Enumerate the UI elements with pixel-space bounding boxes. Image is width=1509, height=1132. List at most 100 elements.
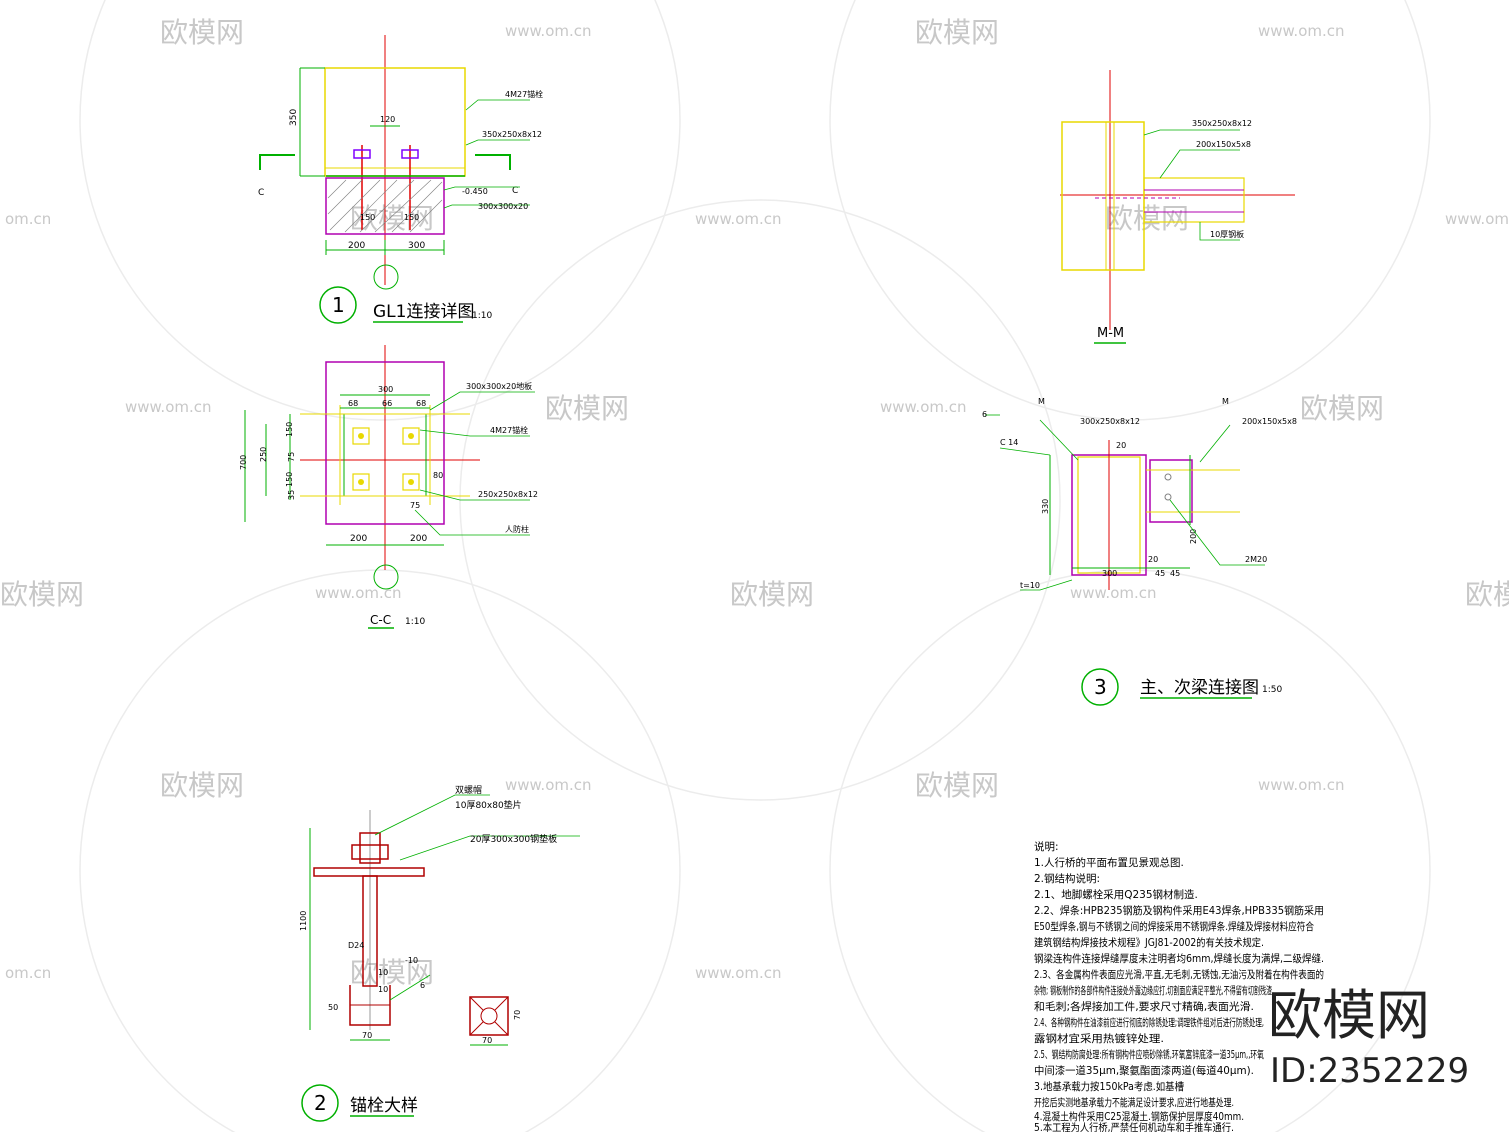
notes-line: 开挖后实测地基承载力不能满足设计要求,应进行地基处理. [1034, 1096, 1234, 1109]
label-plate-2: 20厚300x300钢垫板 [470, 833, 557, 845]
detail-cc: 300 68 66 68 150 75 150 35 250 700 200 2… [239, 345, 538, 629]
detail-3: 330 300 45 45 20 20 200 300x250x8x12 200… [982, 397, 1297, 706]
watermark-big-brand: 欧模网 [1268, 984, 1430, 1047]
dim-200: 200 [1189, 529, 1198, 544]
watermark-brand: 欧模网 [0, 578, 84, 611]
watermark-brand: 欧模网 [915, 769, 999, 802]
watermark-brand: 欧模网 [730, 578, 814, 611]
watermark-brand: 欧模网 [915, 16, 999, 49]
label-plate-cc: 300x300x20地板 [466, 381, 532, 391]
label-main: 300x250x8x12 [1080, 417, 1140, 426]
label-150: 150 [360, 213, 375, 222]
dim-b2: 200 [410, 534, 427, 544]
watermark-brand: 欧模网 [160, 769, 244, 802]
watermark-layer: 欧模网 www.om.cn 欧模网 www.om.cn om.cn 欧模网 ww… [0, 16, 1509, 989]
notes-line: E50型焊条,钢与不锈钢之间的焊接采用不锈钢焊条.焊缝及焊接材料应符合 [1034, 920, 1314, 933]
notes-line: 2.3、各金属构件表面应光滑,平直,无毛刺,无锈蚀,无油污及附着在构件表面的 [1034, 968, 1324, 981]
dim-70b: 70 [482, 1036, 492, 1045]
dim-45b: 45 [1170, 569, 1180, 578]
mm-label2: 200x150x5x8 [1196, 140, 1251, 149]
dim-300: 300 [1102, 569, 1117, 578]
watermark-url: www.om.cn [695, 210, 782, 228]
notes-line: 5.本工程为人行桥,严禁任何机动车和手推车通行. [1034, 1121, 1234, 1132]
label-col-cc: 250x250x8x12 [478, 490, 538, 499]
watermark-url: www.om.cn [505, 776, 592, 794]
watermark-id: ID:2352229 [1270, 1051, 1469, 1091]
detailcc-scale: 1:10 [405, 617, 425, 627]
dim-d24: D24 [348, 941, 364, 950]
dim-45a: 45 [1155, 569, 1165, 578]
mm-label3: 10厚钢板 [1210, 229, 1244, 239]
watermark-brand: 欧模网 [350, 956, 434, 989]
label-m2: M [1222, 397, 1229, 406]
watermark-url: www.om.cn [125, 398, 212, 416]
detail3-number: 3 [1094, 675, 1107, 699]
label-c14: C 14 [1000, 438, 1018, 447]
notes-line: 2.5、钢结构防腐处理:所有钢构件应喷砂除锈,环氧富锌底漆一道35μm,,环氧 [1034, 1048, 1264, 1061]
watermark-brand: 欧模网 [1105, 202, 1189, 235]
label-bolt: 4M27锚栓 [505, 89, 543, 99]
dim-height: 350 [289, 109, 299, 126]
notes-line: 2.钢结构说明: [1034, 872, 1100, 885]
label-150b: 150 [404, 213, 419, 222]
label-t10-2: -10 [405, 956, 418, 965]
detail1-scale: 1:10 [472, 311, 492, 321]
cut-left: C [258, 188, 264, 198]
dim-l2: 75 [287, 452, 296, 462]
detail-mm: 350x250x8x12 200x150x5x8 10厚钢板 M-M [1060, 70, 1295, 344]
notes-line: 杂物; 钢板制作的各部件构件连接处外露边缘应打,切割面应满足平整光,不得留有切割… [1034, 984, 1274, 997]
label-bolt-cc: 4M27锚栓 [490, 425, 528, 435]
dim-10a: 10 [378, 968, 388, 977]
notes-line: 中间漆一道35μm,聚氨酯面漆两道(每道40μm). [1034, 1064, 1254, 1077]
dim-b1: 200 [350, 534, 367, 544]
dim-t2: 66 [382, 399, 392, 408]
dim-70c: 70 [513, 1010, 522, 1020]
dim-l3: 150 [285, 472, 294, 487]
notes-block: 说明: 1.人行桥的平面布置见景观总图. 2.钢结构说明: 2.1、地脚螺栓采用… [1034, 840, 1324, 1132]
dim-w1: 200 [348, 241, 365, 251]
watermark-url: www.om.cn [315, 584, 402, 602]
dim-70a: 70 [362, 1031, 372, 1040]
dim-330: 330 [1041, 499, 1050, 514]
notes-line: 说明: [1034, 840, 1059, 853]
notes-line: 1.人行桥的平面布置见景观总图. [1034, 856, 1184, 869]
dim-top: 300 [378, 385, 393, 394]
dim-total: 700 [239, 455, 248, 470]
notes-line: 和毛刺;各焊接加工件,要求尺寸精确,表面光滑. [1034, 1000, 1254, 1013]
watermark-url: www.om.cn [880, 398, 967, 416]
label-sec: 200x150x5x8 [1242, 417, 1297, 426]
label-m1: M [1038, 397, 1045, 406]
notes-line: 3.地基承载力按150kPa考虑.如基槽 [1034, 1080, 1184, 1093]
watermark-url: www.om.cn [1258, 22, 1345, 40]
dim-l1: 150 [285, 422, 294, 437]
label-120: 120 [380, 115, 395, 124]
watermark-url: om.cn [5, 210, 51, 228]
label-nut: 双螺帽 [455, 784, 482, 796]
label-6: 6 [982, 410, 987, 419]
watermark-brand: 欧模网 [160, 16, 244, 49]
watermark-brand: 欧模网 [1300, 392, 1384, 425]
detail2-title: 锚栓大样 [350, 1096, 418, 1116]
dim-l4: 35 [287, 490, 296, 500]
dim-l5: 250 [259, 447, 268, 462]
detail-gl1: 350 120 200 300 150 150 C [258, 35, 543, 324]
detail3-title: 主、次梁连接图 [1140, 678, 1259, 698]
notes-line: 钢梁连构件连接焊缝厚度未注明者均6mm,焊缝长度为满焊,二级焊缝. [1034, 952, 1324, 965]
label-elev: -0.450 [462, 187, 488, 196]
label-anchor-cc: 人防柱 [505, 524, 529, 534]
watermark-brand: 欧模网 [350, 202, 434, 235]
detail1-number: 1 [332, 293, 345, 317]
label-base: 300x300x20 [478, 202, 528, 211]
notes-line: 建筑钢结构焊接技术规程》JGJ81-2002的有关技术规定. [1034, 936, 1264, 949]
notes-line: 2.1、地脚螺栓采用Q235钢材制造. [1034, 888, 1198, 901]
notes-line: 露钢材宜采用热镀锌处理. [1034, 1032, 1164, 1045]
label-plate: 350x250x8x12 [482, 130, 542, 139]
label-2m20: 2M20 [1245, 555, 1267, 564]
dim-1100: 1100 [299, 911, 308, 931]
detail2-number: 2 [314, 1091, 327, 1115]
watermark-brand: 欧模网 [1465, 578, 1509, 611]
dim-t1: 68 [348, 399, 358, 408]
detail1-title: GL1连接详图 [373, 302, 474, 322]
notes-line: 2.4、各种钢构件在油漆前应进行彻底的除锈处理;调理铁件组对后进行防锈处理, [1034, 1016, 1264, 1029]
